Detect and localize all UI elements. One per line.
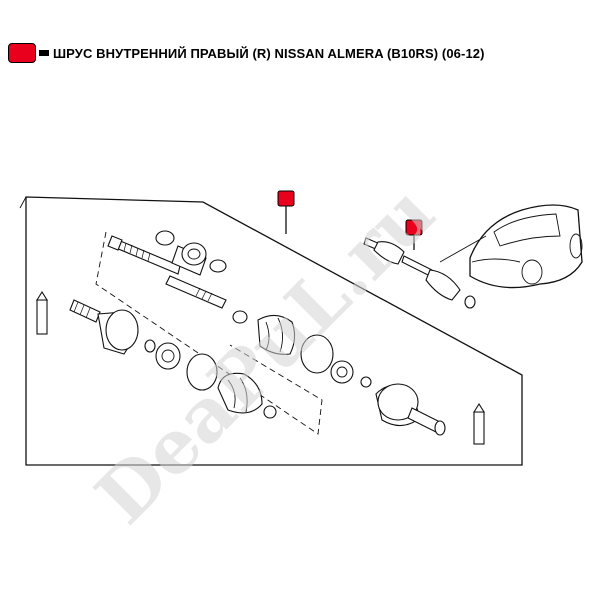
inner-boot: [257, 314, 296, 355]
drive-shaft-assembly: [363, 237, 476, 309]
legend-dash: [39, 50, 49, 56]
shaft-bar: [165, 275, 227, 309]
ring-small-left: [144, 339, 156, 353]
bolt-left: [36, 290, 48, 335]
boot-band-large: [186, 353, 218, 391]
dashed-group-frame: [95, 231, 323, 435]
page-title: ШРУС ВНУТРЕННИЙ ПРАВЫЙ (R) NISSAN ALMERA…: [53, 45, 485, 61]
ring-small-right: [360, 376, 372, 388]
outer-cv-joint: [69, 299, 139, 355]
diagram-marker[interactable]: [277, 190, 295, 234]
assembly-marker[interactable]: [405, 219, 423, 250]
diagram-frame: [25, 196, 523, 466]
tripod-joint: [330, 360, 354, 384]
damper-weight: [171, 242, 207, 276]
svg-text:DeaPuL.ru: DeaPuL.ru: [80, 169, 451, 540]
inner-cv-housing: [375, 383, 446, 436]
watermark: DeaPuL.ru: [80, 169, 451, 540]
outer-boot: [217, 372, 263, 414]
boot-band-small: [263, 405, 277, 419]
snap-ring: [232, 310, 248, 324]
circlip-ring: [155, 230, 175, 246]
damper-band: [209, 259, 227, 273]
legend-red-marker: [8, 43, 36, 63]
inner-shaft-spline: [107, 235, 181, 275]
ball-cage: [155, 342, 181, 370]
bolt-right: [473, 402, 485, 445]
frame-corner-tick: [19, 196, 27, 209]
car-illustration: [439, 204, 583, 289]
diagram-header: ШРУС ВНУТРЕННИЙ ПРАВЫЙ (R) NISSAN ALMERA…: [8, 42, 485, 64]
boot-clamp-ring: [300, 334, 334, 374]
